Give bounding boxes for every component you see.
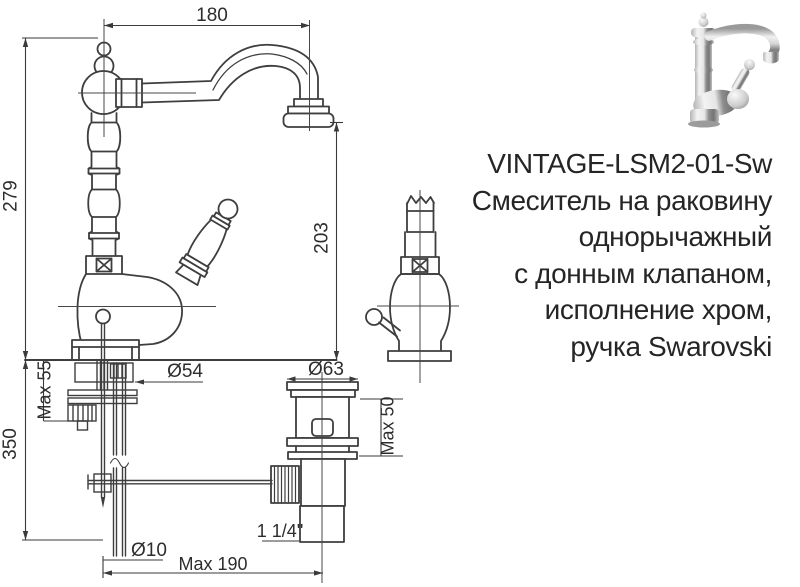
product-code: VINTAGE-LSM2-01-Sw	[487, 148, 772, 179]
rod-clamp	[93, 473, 112, 493]
dim-max-deck-thickness-label: Max 55	[35, 360, 55, 419]
description-line: с донным клапаном,	[514, 257, 772, 289]
description-line: однорычажный	[578, 221, 773, 252]
photo-finial	[698, 17, 709, 27]
clamp-nut	[270, 465, 300, 504]
cartridge-mark-icon	[95, 257, 113, 273]
centerlines	[58, 19, 459, 583]
dim-drain-flange-diameter-label: Ø63	[308, 359, 344, 380]
photo-spout	[704, 23, 780, 61]
dim-below-deck-depth-label: 350	[0, 428, 21, 460]
break-symbol	[109, 457, 130, 469]
lever-handle	[175, 198, 239, 286]
photo-aerator	[763, 54, 779, 64]
side-lever-ball	[365, 308, 383, 326]
mounting-hardware-drawing	[67, 322, 273, 557]
dim-rod-diameter-label: Ø10	[131, 540, 167, 561]
drain-valve-drawing	[270, 381, 359, 543]
side-view-drawing	[365, 195, 452, 362]
dim-drain-thread-label: 1 1/4"	[257, 521, 303, 541]
photo-handle	[731, 59, 755, 93]
dimension-lines	[22, 22, 403, 578]
spout-outlet	[282, 112, 335, 128]
description-line: исполнение хром,	[544, 294, 773, 325]
product-photo	[688, 12, 780, 128]
description-line: ручка Swarovski	[570, 330, 772, 362]
pop-up-rod-tip	[100, 497, 106, 508]
photo-base	[690, 109, 719, 124]
front-view-drawing	[23, 41, 338, 362]
dim-spout-reach-label: 180	[196, 5, 228, 26]
dim-drain-offset-label: Max 190	[178, 554, 247, 574]
description-line: Смеситель на раковину	[471, 184, 773, 216]
dimension-labels: 180 279 350 203 Max 55 Ø54 Ø63 Max 50 Ø1…	[0, 5, 398, 574]
base-escutcheon	[71, 339, 140, 361]
dim-total-height-label: 279	[1, 180, 22, 212]
pop-up-knob	[95, 308, 111, 325]
dim-outlet-height-label: 203	[312, 222, 333, 254]
product-description: VINTAGE-LSM2-01-Sw Смеситель на раковину…	[471, 146, 773, 365]
dim-base-diameter-label: Ø54	[167, 361, 203, 382]
dim-drain-body-height-label: Max 50	[378, 396, 398, 455]
